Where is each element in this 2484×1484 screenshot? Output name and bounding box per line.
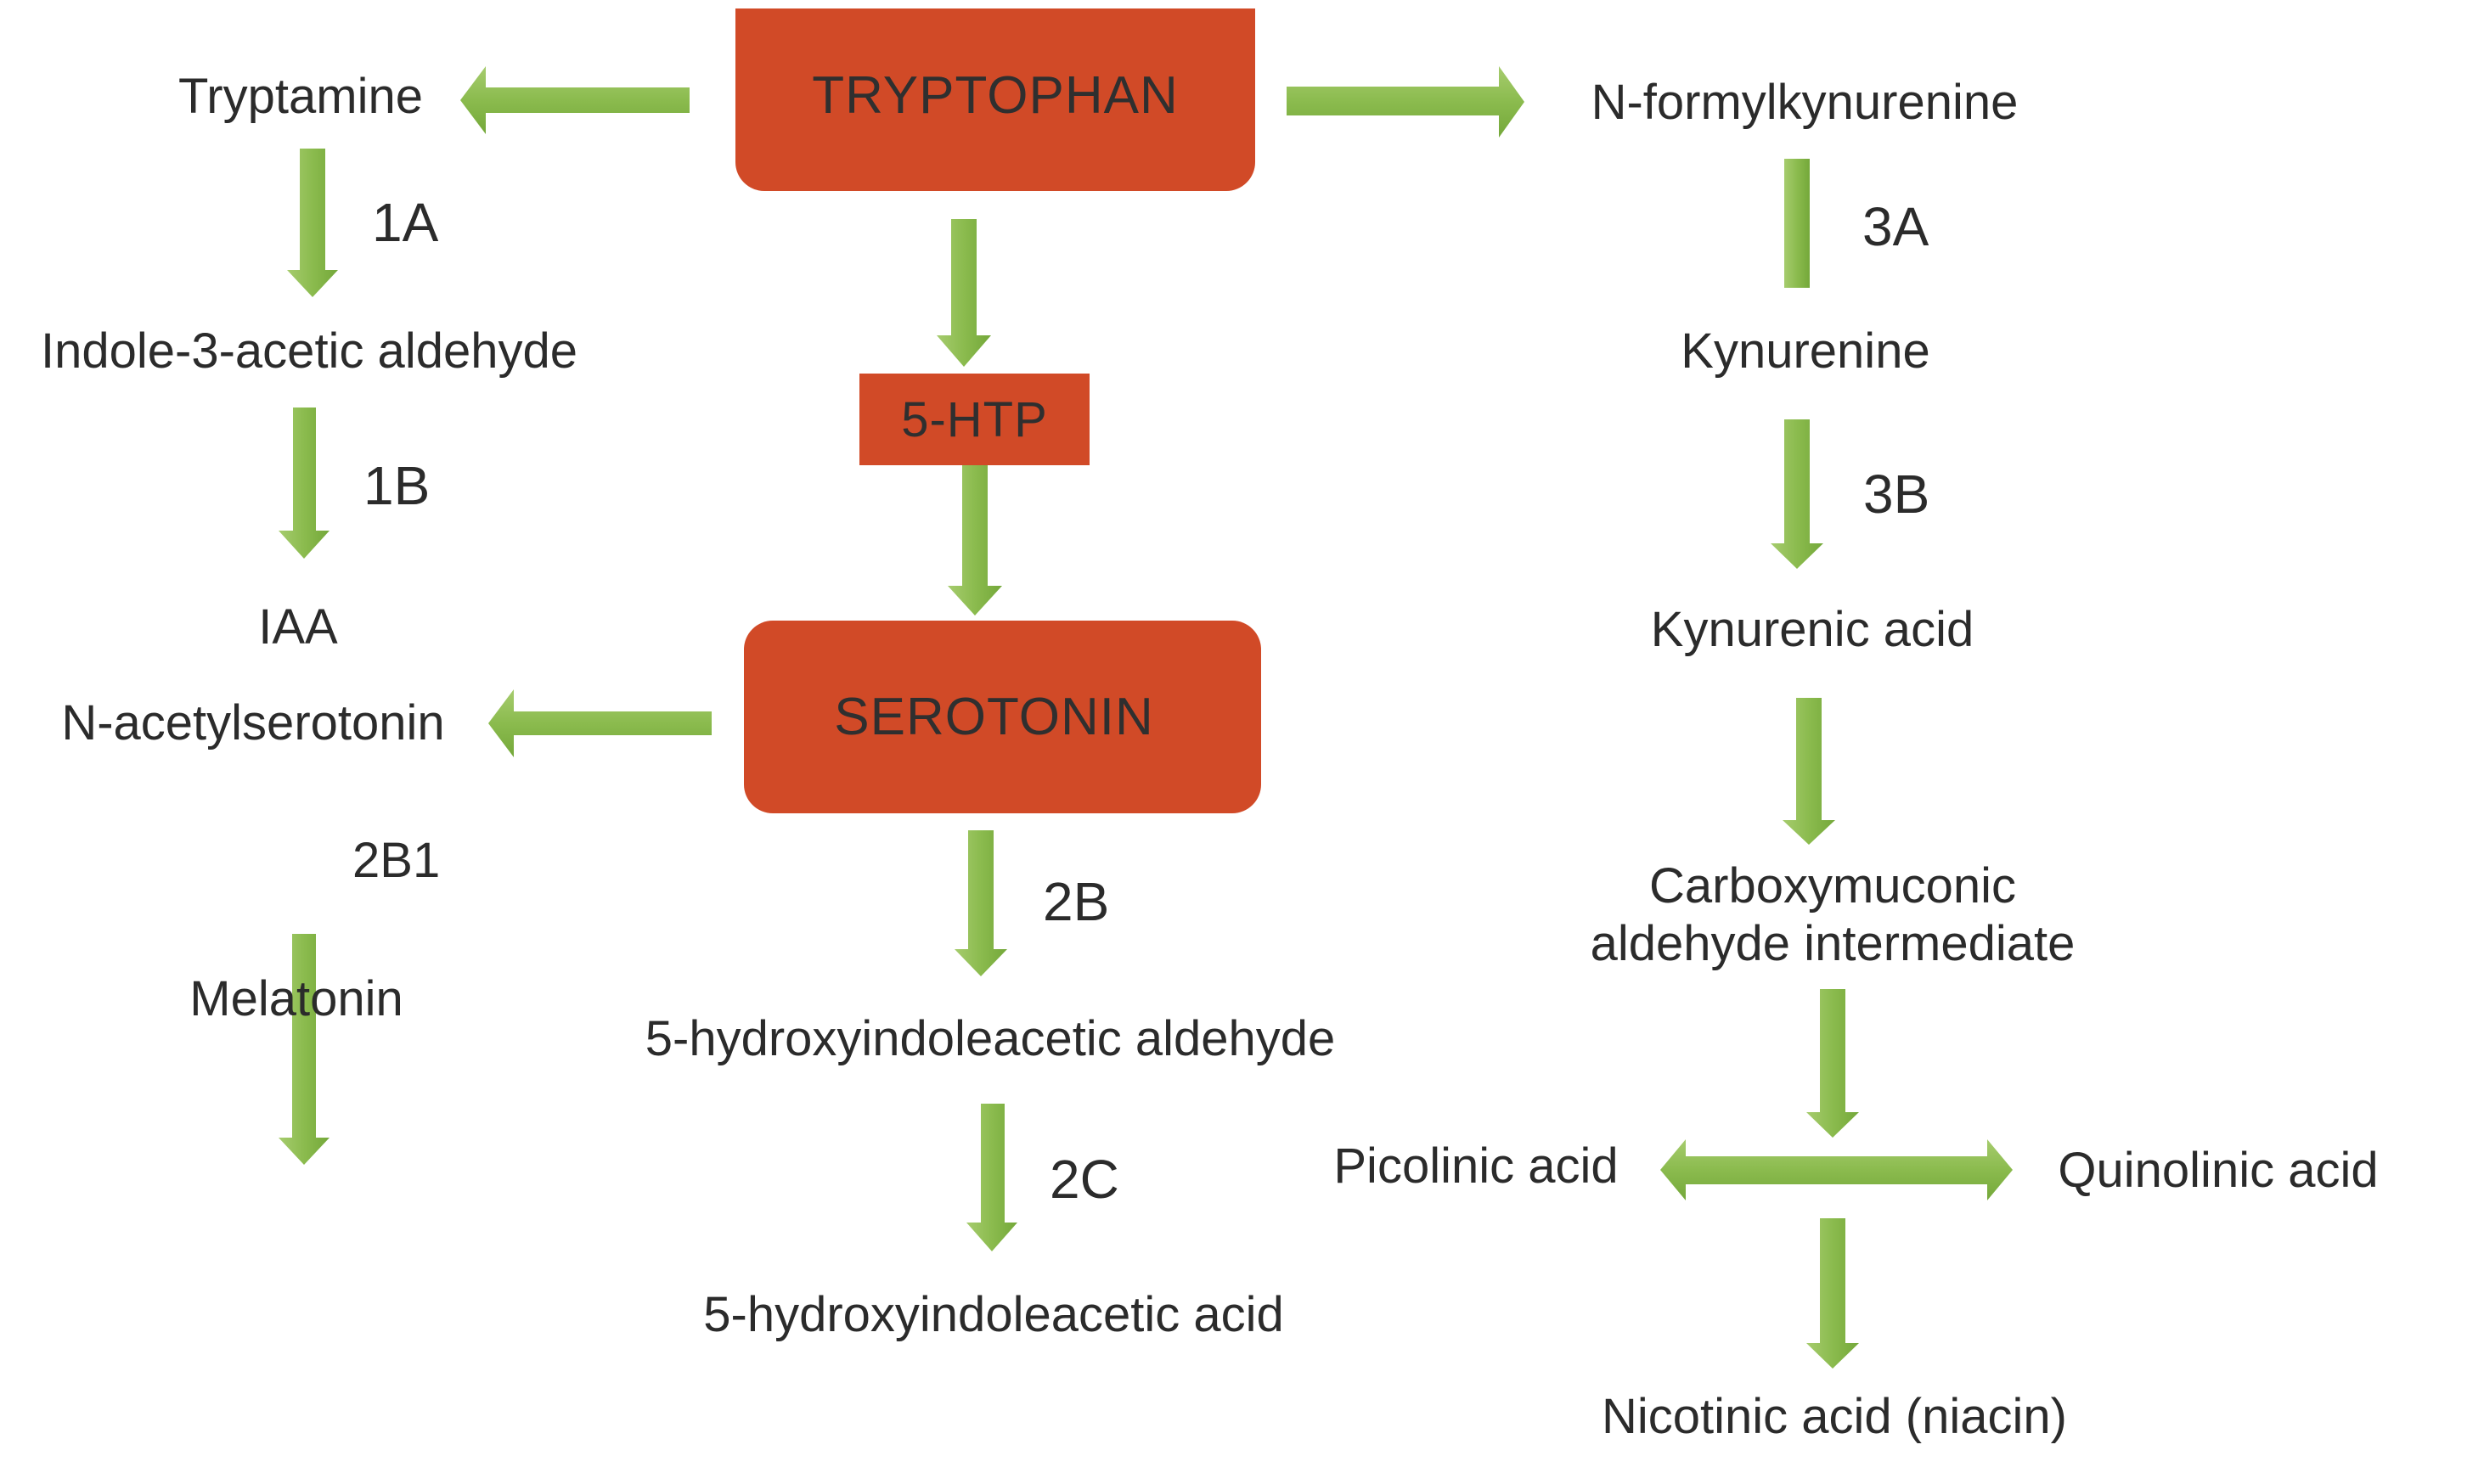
arrow-2b1 bbox=[279, 934, 330, 1165]
arrow-tryptophan-to-nformylkynurenine bbox=[1287, 66, 1524, 138]
step-1a-label: 1A bbox=[372, 192, 439, 253]
kynurenine-label: Kynurenine bbox=[1681, 323, 1930, 379]
tryptamine-label: Tryptamine bbox=[178, 69, 423, 124]
5htp-node: 5-HTP bbox=[859, 374, 1090, 465]
arrow-tryptophan-to-tryptamine bbox=[460, 66, 690, 134]
carboxymuconic-label-line1: Carboxymuconic bbox=[1649, 858, 2016, 913]
step-3b-label: 3B bbox=[1863, 464, 1930, 525]
carboxymuconic-label-line2: aldehyde intermediate bbox=[1590, 916, 2076, 971]
indole-3-acetic-aldehyde-label: Indole-3-acetic aldehyde bbox=[41, 323, 577, 379]
arrow-2c bbox=[966, 1104, 1017, 1251]
5htp-label: 5-HTP bbox=[901, 391, 1048, 447]
iaa-label: IAA bbox=[258, 599, 338, 655]
step-3a-label: 3A bbox=[1862, 196, 1929, 257]
5-hydroxyindoleacetic-aldehyde-label: 5-hydroxyindoleacetic aldehyde bbox=[645, 1011, 1336, 1066]
5-hydroxyindoleacetic-acid-label: 5-hydroxyindoleacetic acid bbox=[703, 1287, 1284, 1342]
arrow-junction-to-nicotinic bbox=[1806, 1218, 1859, 1369]
picolinic-acid-label: Picolinic acid bbox=[1333, 1138, 1619, 1194]
arrow-serotonin-to-nacetylserotonin bbox=[488, 689, 712, 757]
arrow-1a bbox=[287, 149, 338, 297]
step-2b-label: 2B bbox=[1043, 871, 1110, 932]
melatonin-label: Melatonin bbox=[189, 971, 403, 1026]
arrow-1b bbox=[279, 408, 330, 559]
nicotinic-acid-label: Nicotinic acid (niacin) bbox=[1602, 1389, 2067, 1444]
step-2c-label: 2C bbox=[1050, 1149, 1119, 1210]
n-formylkynurenine-label: N-formylkynurenine bbox=[1591, 75, 2019, 130]
arrow-carboxymuconic-to-junction bbox=[1806, 989, 1859, 1138]
tryptophan-label: TRYPTOPHAN bbox=[812, 66, 1179, 125]
arrow-5htp-to-serotonin bbox=[948, 465, 1002, 616]
arrow-2b bbox=[955, 830, 1007, 976]
arrow-tryptophan-to-5htp bbox=[937, 219, 991, 367]
serotonin-label: SEROTONIN bbox=[834, 688, 1154, 746]
step-2b1-label: 2B1 bbox=[352, 833, 441, 888]
step-1b-label: 1B bbox=[363, 455, 431, 516]
quinolinic-acid-label: Quinolinic acid bbox=[2058, 1143, 2379, 1198]
arrow-3b bbox=[1771, 419, 1823, 569]
arrow-picolinic-quinolinic bbox=[1660, 1139, 2013, 1200]
arrow-3a bbox=[1784, 159, 1810, 288]
kynurenic-acid-label: Kynurenic acid bbox=[1650, 602, 1974, 657]
serotonin-node: SEROTONIN bbox=[744, 621, 1261, 813]
tryptophan-node: TRYPTOPHAN bbox=[735, 8, 1255, 191]
arrow-kynurenic-to-carboxymuconic bbox=[1783, 698, 1835, 845]
n-acetylserotonin-label: N-acetylserotonin bbox=[61, 695, 445, 750]
